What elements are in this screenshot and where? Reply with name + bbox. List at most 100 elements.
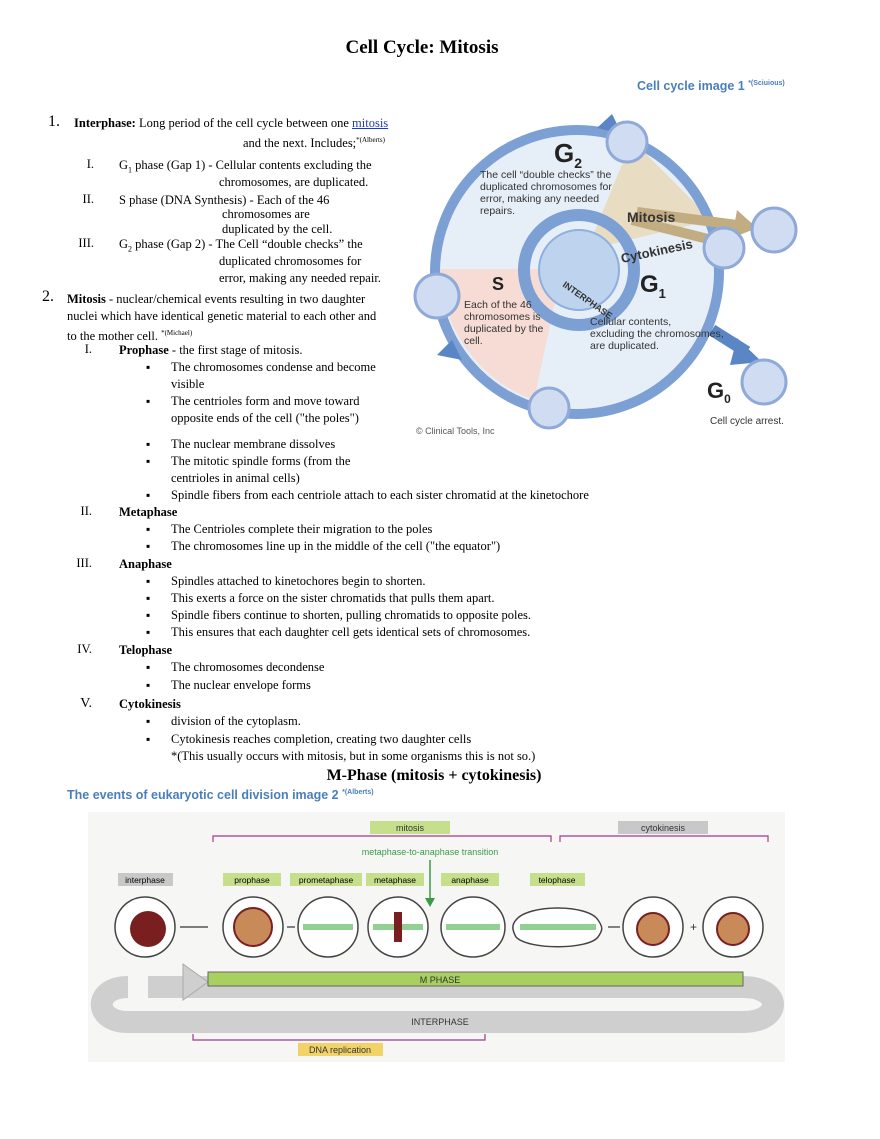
g1-label: G1 xyxy=(640,271,666,301)
cytokinesis-bullet-2: Cytokinesis reaches completion, creating… xyxy=(146,731,471,748)
metaphase-roman: II. xyxy=(80,504,92,518)
mitosis-arrow-1 xyxy=(636,207,738,230)
section1-text-a: Long period of the cell cycle between on… xyxy=(135,116,353,130)
section1-number: 1. xyxy=(48,113,60,130)
dna-replication-tag xyxy=(298,1043,383,1056)
stage-cells: + xyxy=(114,896,764,958)
nucleus-prophase xyxy=(233,907,273,947)
transition-arrowhead xyxy=(425,898,435,907)
prophase-bullet-4: The mitotic spindle forms (from the xyxy=(146,453,351,470)
section2-line2: nuclei which have identical genetic mate… xyxy=(67,309,377,323)
cytokinesis-tag xyxy=(618,821,708,834)
inner-ring xyxy=(518,209,640,331)
section2-heading: Mitosis xyxy=(67,292,106,306)
figure1-caption: Cell cycle image 1 *(Sciuious) xyxy=(637,79,785,93)
g2-description: The cell “double checks” the duplicated … xyxy=(480,169,615,217)
prophase-bullet-1: The chromosomes condense and become xyxy=(146,359,376,376)
cytokinesis-tag-label: cytokinesis xyxy=(641,823,686,833)
section1-ref: *(Alberts) xyxy=(356,136,385,144)
m-phase-bar xyxy=(207,971,744,987)
item1-label-a: G xyxy=(119,158,129,172)
item1-label: G1 phase (Gap 1) - Cellular contents exc… xyxy=(119,157,372,179)
dna-replication-bracket xyxy=(192,1034,486,1041)
telophase-roman: IV. xyxy=(77,642,92,656)
stage-label-anaphase: anaphase xyxy=(451,875,489,885)
interphase-bar-label: INTERPHASE xyxy=(411,1017,469,1027)
m-phase-label: M PHASE xyxy=(420,975,461,985)
cell-division-diagram: mitosis cytokinesis metaphase-to-anaphas… xyxy=(88,812,785,1062)
g1-description: Cellular contents, excluding the chromos… xyxy=(590,316,727,352)
cytokinesis-bracket xyxy=(559,835,769,842)
figure2-caption-ref: *(Alberts) xyxy=(342,788,374,796)
loop-arrowhead xyxy=(182,963,209,1001)
section1-text-b: and the next. Includes; xyxy=(243,136,357,151)
mitosis-arrow-2 xyxy=(630,215,714,245)
copyright: © Clinical Tools, Inc xyxy=(416,426,495,436)
outer-ring xyxy=(430,125,724,419)
cytokinesis-bullet-1: division of the cytoplasm. xyxy=(146,713,301,730)
stage-label-prophase: prophase xyxy=(234,875,270,885)
item3-label-b: phase (Gap 2) - The Cell “double checks”… xyxy=(132,237,363,251)
item2-cont1: chromosomes are xyxy=(222,207,310,221)
stage-tag-metaphase xyxy=(366,873,424,886)
metaphase-bullet-1: The Centrioles complete their migration … xyxy=(146,521,432,538)
prophase-heading: Prophase - the first stage of mitosis. xyxy=(119,342,302,359)
stage-tag-anaphase xyxy=(441,873,499,886)
cell-icon-daughter-1 xyxy=(750,206,798,254)
section1-heading: Interphase: xyxy=(74,116,136,130)
cell-icon-s xyxy=(413,272,461,320)
inner-core xyxy=(538,229,620,311)
section2-number: 2. xyxy=(42,288,54,305)
item1-label-b: phase (Gap 1) - Cellular contents exclud… xyxy=(132,158,372,172)
figure1-caption-text: Cell cycle image 1 xyxy=(637,79,745,93)
section2-line1: Mitosis - nuclear/chemical events result… xyxy=(67,291,365,308)
mitosis-link[interactable]: mitosis xyxy=(352,116,389,130)
stage-label-telophase: telophase xyxy=(539,875,576,885)
section2-text-2: to the mother cell. xyxy=(67,329,158,344)
anaphase-bullet-4: This ensures that each daughter cell get… xyxy=(146,624,530,641)
s-description: Each of the 46 chromosomes is duplicated… xyxy=(464,299,546,347)
prophase-bullet-2-cont: opposite ends of the cell ("the poles") xyxy=(171,411,359,425)
prophase-bullet-4-cont: centrioles in animal cells) xyxy=(171,471,300,485)
g0-label: G0 xyxy=(707,378,731,406)
prophase-bullet-5: Spindle fibers from each centriole attac… xyxy=(146,487,589,504)
dna-replication-label: DNA replication xyxy=(309,1045,371,1055)
telophase-bullet-1: The chromosomes decondense xyxy=(146,659,325,676)
section2-text-0: - nuclear/chemical events resulting in t… xyxy=(105,292,366,306)
mitosis-tag-label: mitosis xyxy=(396,823,425,833)
anaphase-heading: Anaphase xyxy=(119,556,172,573)
figure2-caption: The events of eukaryotic cell division i… xyxy=(67,788,374,802)
prophase-bullet-3: The nuclear membrane dissolves xyxy=(146,436,335,453)
item2-roman: II. xyxy=(82,192,94,206)
cell-icon-g2 xyxy=(605,120,649,164)
metaphase-bullet-2: The chromosomes line up in the middle of… xyxy=(146,538,500,555)
item1-roman: I. xyxy=(86,157,94,171)
mitosis-label: Mitosis xyxy=(627,209,675,225)
plus-sign: + xyxy=(690,920,697,934)
interphase-loop xyxy=(90,976,784,1033)
mitosis-arrowhead-1 xyxy=(732,210,757,238)
prophase-roman: I. xyxy=(84,342,92,356)
section2-line3: to the mother cell. *(Michael) xyxy=(67,325,192,345)
page-title: Cell Cycle: Mitosis xyxy=(345,37,499,58)
anaphase-bullet-2: This exerts a force on the sister chroma… xyxy=(146,590,494,607)
stage-tag-prometaphase xyxy=(290,873,362,886)
figure2-caption-text: The events of eukaryotic cell division i… xyxy=(67,788,339,802)
item3-cont2: error, making any needed repair. xyxy=(219,271,381,285)
figure1-caption-ref: *(Sciuious) xyxy=(748,79,785,87)
cell-cycle-diagram: G2 The cell “double checks” the duplicat… xyxy=(413,114,798,436)
telophase-heading: Telophase xyxy=(119,642,172,659)
anaphase-roman: III. xyxy=(76,556,92,570)
mitosis-tag xyxy=(370,821,450,834)
stage-label-metaphase: metaphase xyxy=(374,875,416,885)
stage-label-prometaphase: prometaphase xyxy=(299,875,354,885)
chromosomes-metaphase xyxy=(394,912,402,942)
cytokinesis-note: *(This usually occurs with mitosis, but … xyxy=(171,749,536,763)
item3-roman: III. xyxy=(78,236,94,250)
mitosis-bracket xyxy=(212,835,552,842)
cell-icon-g0 xyxy=(740,358,788,406)
cytokinesis-name: Cytokinesis xyxy=(119,697,181,711)
telophase-name: Telophase xyxy=(119,643,173,657)
s-label: S xyxy=(492,274,504,294)
anaphase-name: Anaphase xyxy=(119,557,172,571)
